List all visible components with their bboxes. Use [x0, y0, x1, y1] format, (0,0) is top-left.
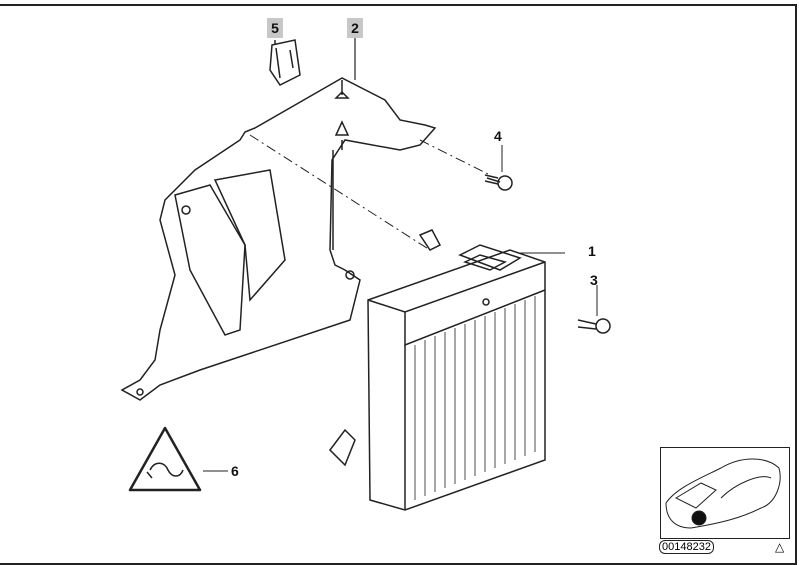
callout-4: 4: [494, 128, 502, 144]
callout-1: 1: [588, 243, 596, 259]
callout-2: 2: [347, 18, 363, 38]
mounting-bracket: [120, 77, 437, 401]
vehicle-location-thumbnail: [660, 447, 790, 539]
diagram-frame: [0, 4, 797, 565]
callout-6: 6: [231, 463, 239, 479]
diagram-number: 00148232: [659, 540, 714, 554]
callout-5: 5: [267, 18, 283, 38]
clip-part: [269, 39, 301, 86]
triangle-icon: △: [775, 540, 785, 554]
warning-label: [128, 426, 228, 492]
screw-4: [484, 145, 513, 191]
control-unit: [329, 229, 565, 511]
screw-3: [577, 285, 611, 334]
callout-3: 3: [590, 272, 598, 288]
car-icon: [665, 458, 781, 529]
